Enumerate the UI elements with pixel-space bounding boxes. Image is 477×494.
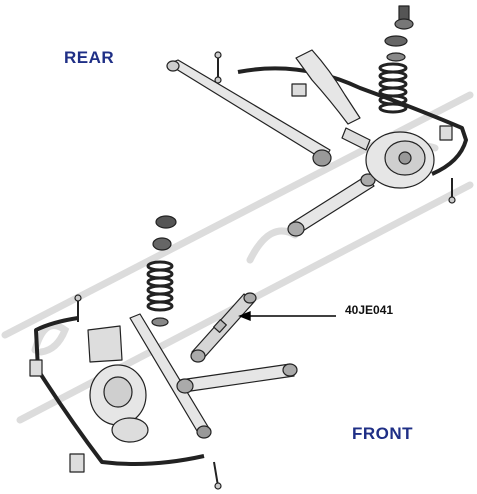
front-axle-assembly [29,215,298,490]
front-lower-control-arm [176,363,298,394]
part-number-label: 40JE041 [345,303,394,317]
front-upper-control-arm [190,292,257,363]
front-spring-isolator [151,215,177,327]
front-sway-link [74,294,222,490]
rear-sway-link [214,51,456,204]
front-differential [87,325,149,443]
rear-coil-spring [378,62,408,114]
rear-label: REAR [64,48,115,67]
arrow-left-icon [238,310,336,322]
front-sway-bar [34,316,205,466]
front-coil-spring [146,260,174,312]
rear-upper-control-arm [295,49,361,125]
front-track-bar [129,313,212,439]
rear-differential [341,127,435,189]
rear-sway-bushing [291,83,453,141]
rear-axle-assembly [166,5,468,237]
rear-track-bar [166,59,332,167]
rear-lower-control-arm [287,173,376,237]
front-sway-bushing [29,359,85,473]
rear-spring-isolator [384,5,414,62]
front-label: FRONT [352,424,414,443]
